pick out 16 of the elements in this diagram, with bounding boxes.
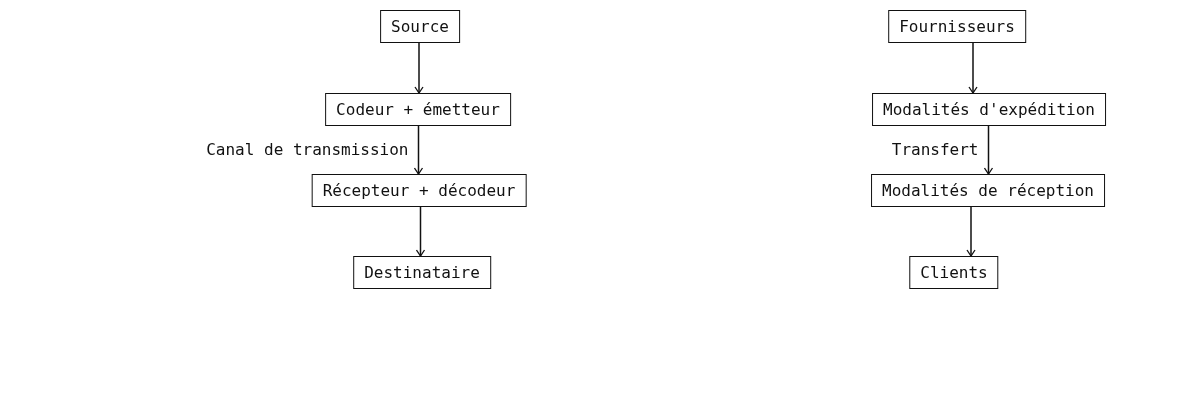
- arrow: [414, 42, 424, 94]
- arrow: [968, 42, 978, 94]
- process-box: Modalités d'expédition: [872, 93, 1106, 126]
- process-box: Fournisseurs: [888, 10, 1026, 43]
- arrow: [415, 206, 426, 257]
- process-box: Codeur + émetteur: [325, 93, 511, 126]
- process-box: Destinataire: [353, 256, 491, 289]
- arrow: [966, 206, 976, 257]
- process-box: Récepteur + décodeur: [311, 174, 527, 207]
- process-box: Source: [380, 10, 460, 43]
- edge-label: Transfert: [891, 140, 979, 159]
- process-box: Clients: [909, 256, 999, 289]
- process-box: Modalités de réception: [871, 174, 1105, 207]
- edge-label: Canal de transmission: [206, 140, 409, 159]
- arrow: [983, 125, 994, 175]
- arrow: [413, 125, 424, 175]
